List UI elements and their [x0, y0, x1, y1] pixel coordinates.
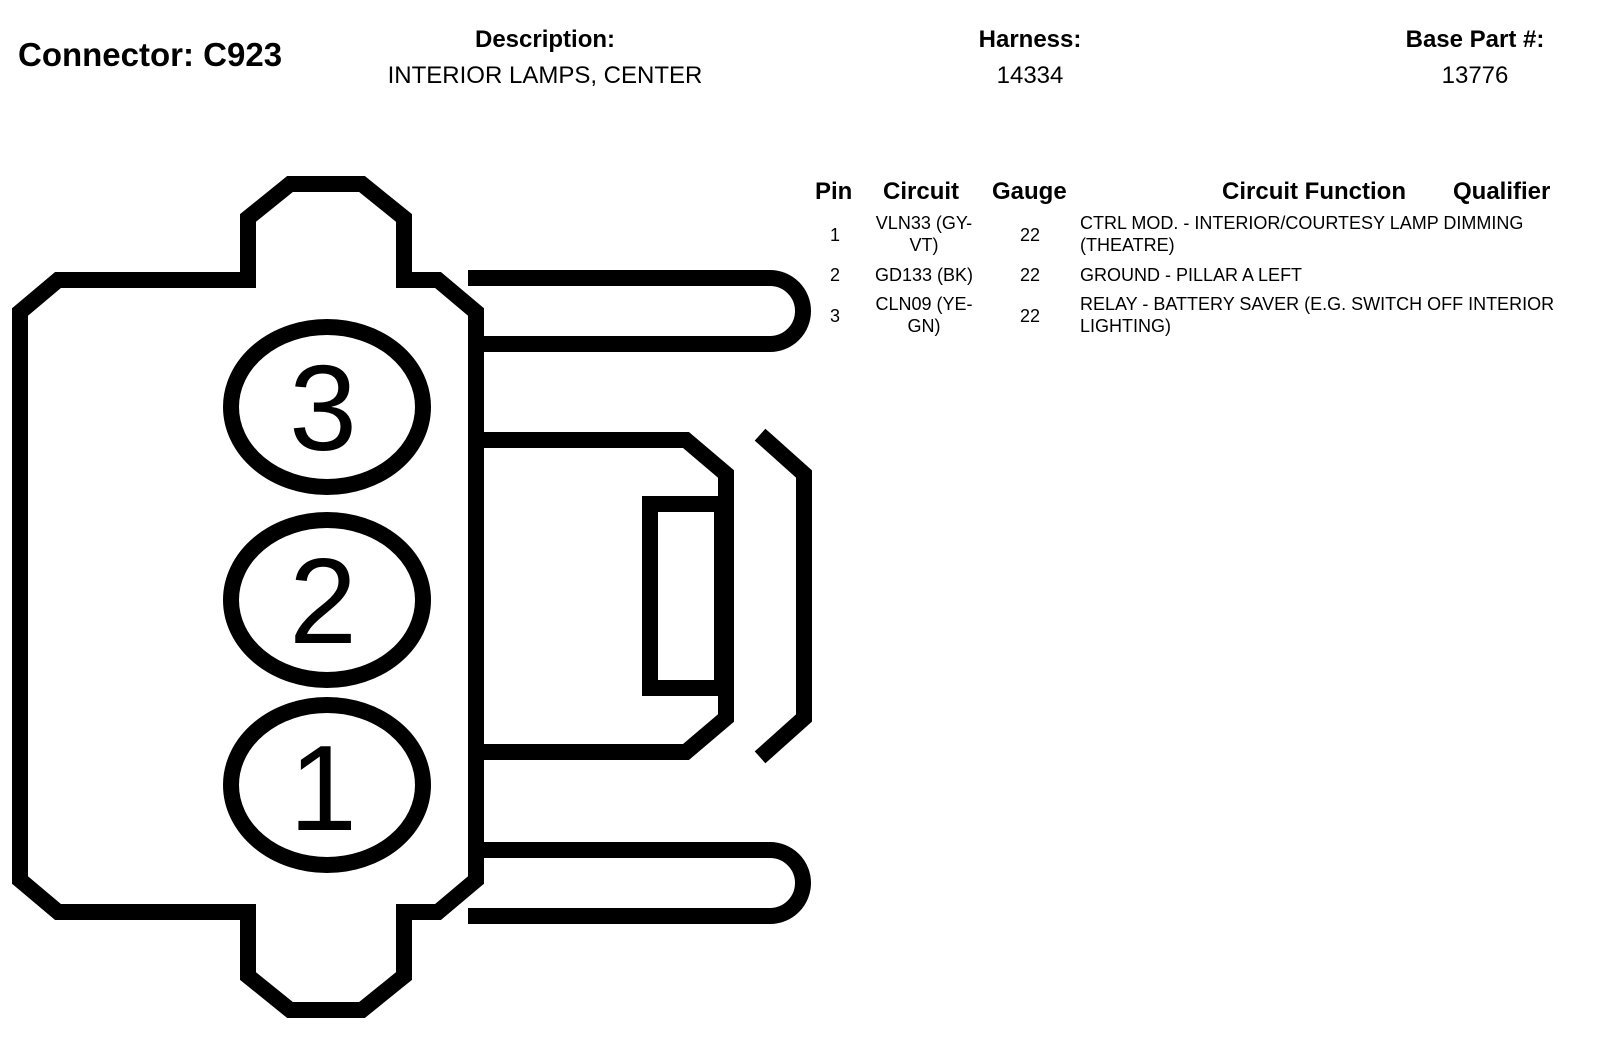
- base-part-value: 13776: [1441, 62, 1509, 89]
- col-header-gauge: Gauge: [992, 178, 1067, 205]
- pin-label-1: 1: [289, 720, 357, 856]
- row-pin: 2: [829, 265, 840, 285]
- row-gauge: 22: [1019, 225, 1041, 245]
- description-value: INTERIOR LAMPS, CENTER: [387, 62, 703, 89]
- locking-tab-window: [642, 496, 730, 696]
- pin-label-2: 2: [289, 533, 357, 669]
- col-header-function: Circuit Function: [1222, 178, 1406, 205]
- locking-tab: [468, 432, 734, 760]
- row-pin: 3: [829, 306, 840, 326]
- description-block: Description: INTERIOR LAMPS, CENTER: [370, 26, 720, 90]
- base-part-label: Base Part #:: [1405, 26, 1545, 53]
- bottom-latch-arm: [468, 842, 811, 924]
- row-function: CTRL MOD. - INTERIOR/COURTESY LAMP DIMMI…: [1080, 213, 1524, 255]
- col-header-circuit: Circuit: [883, 178, 960, 205]
- harness-label: Harness:: [978, 26, 1082, 53]
- pin-cavity-1: [223, 697, 431, 873]
- col-header-pin: Pin: [815, 178, 853, 205]
- locking-tab-outer: [754, 428, 812, 764]
- top-latch-arm: [468, 270, 811, 352]
- pin-cavity-2: [223, 512, 431, 688]
- connector-title: Connector: C923: [18, 36, 283, 73]
- col-header-qualifier: Qualifier: [1453, 178, 1551, 205]
- harness-value: 14334: [996, 62, 1064, 89]
- base-part-block: Base Part #: 13776: [1395, 26, 1555, 90]
- row-circuit: VLN33 (GY-VT): [875, 213, 973, 255]
- row-gauge: 22: [1019, 265, 1041, 285]
- row-pin: 1: [829, 225, 840, 245]
- description-label: Description:: [474, 26, 615, 53]
- row-function: GROUND - PILLAR A LEFT: [1080, 265, 1303, 285]
- pin-label-3: 3: [289, 340, 357, 476]
- harness-block: Harness: 14334: [955, 26, 1105, 90]
- row-circuit: CLN09 (YE-GN): [875, 294, 973, 336]
- housing-outline: [12, 176, 484, 1018]
- pin-cavity-3: [223, 319, 431, 495]
- row-gauge: 22: [1019, 306, 1041, 326]
- row-function: RELAY - BATTERY SAVER (E.G. SWITCH OFF I…: [1080, 294, 1555, 336]
- row-circuit: GD133 (BK): [874, 265, 974, 285]
- connector-face-diagram: 3 2 1: [12, 176, 812, 1018]
